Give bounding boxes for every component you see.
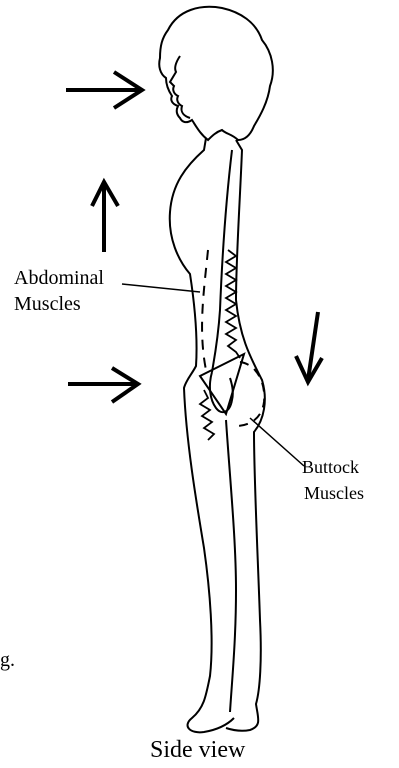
arrow-right-hip-icon (68, 368, 138, 402)
abdominal-label-line1: Abdominal (14, 268, 104, 288)
back-zigzag (226, 250, 240, 358)
inner-leg-line (226, 420, 236, 712)
body-back-outline (226, 140, 265, 731)
clipped-text: g. (0, 650, 15, 670)
abdominal-dashed-line (202, 250, 208, 370)
buttock-label-line1: Buttock (302, 458, 359, 476)
arrow-down-buttock-icon (296, 312, 322, 382)
abdominal-leader-line (122, 284, 200, 292)
abdominal-label-line2: Muscles (14, 294, 81, 314)
arrow-up-chest-icon (92, 182, 118, 252)
arrow-right-head-icon (66, 72, 142, 108)
face-profile (170, 56, 190, 118)
caption: Side view (150, 738, 245, 762)
pelvis-triangle (200, 354, 244, 414)
buttock-dashed-line (236, 362, 264, 426)
buttock-leader-line (250, 418, 304, 466)
buttock-label-line2: Muscles (304, 484, 364, 502)
